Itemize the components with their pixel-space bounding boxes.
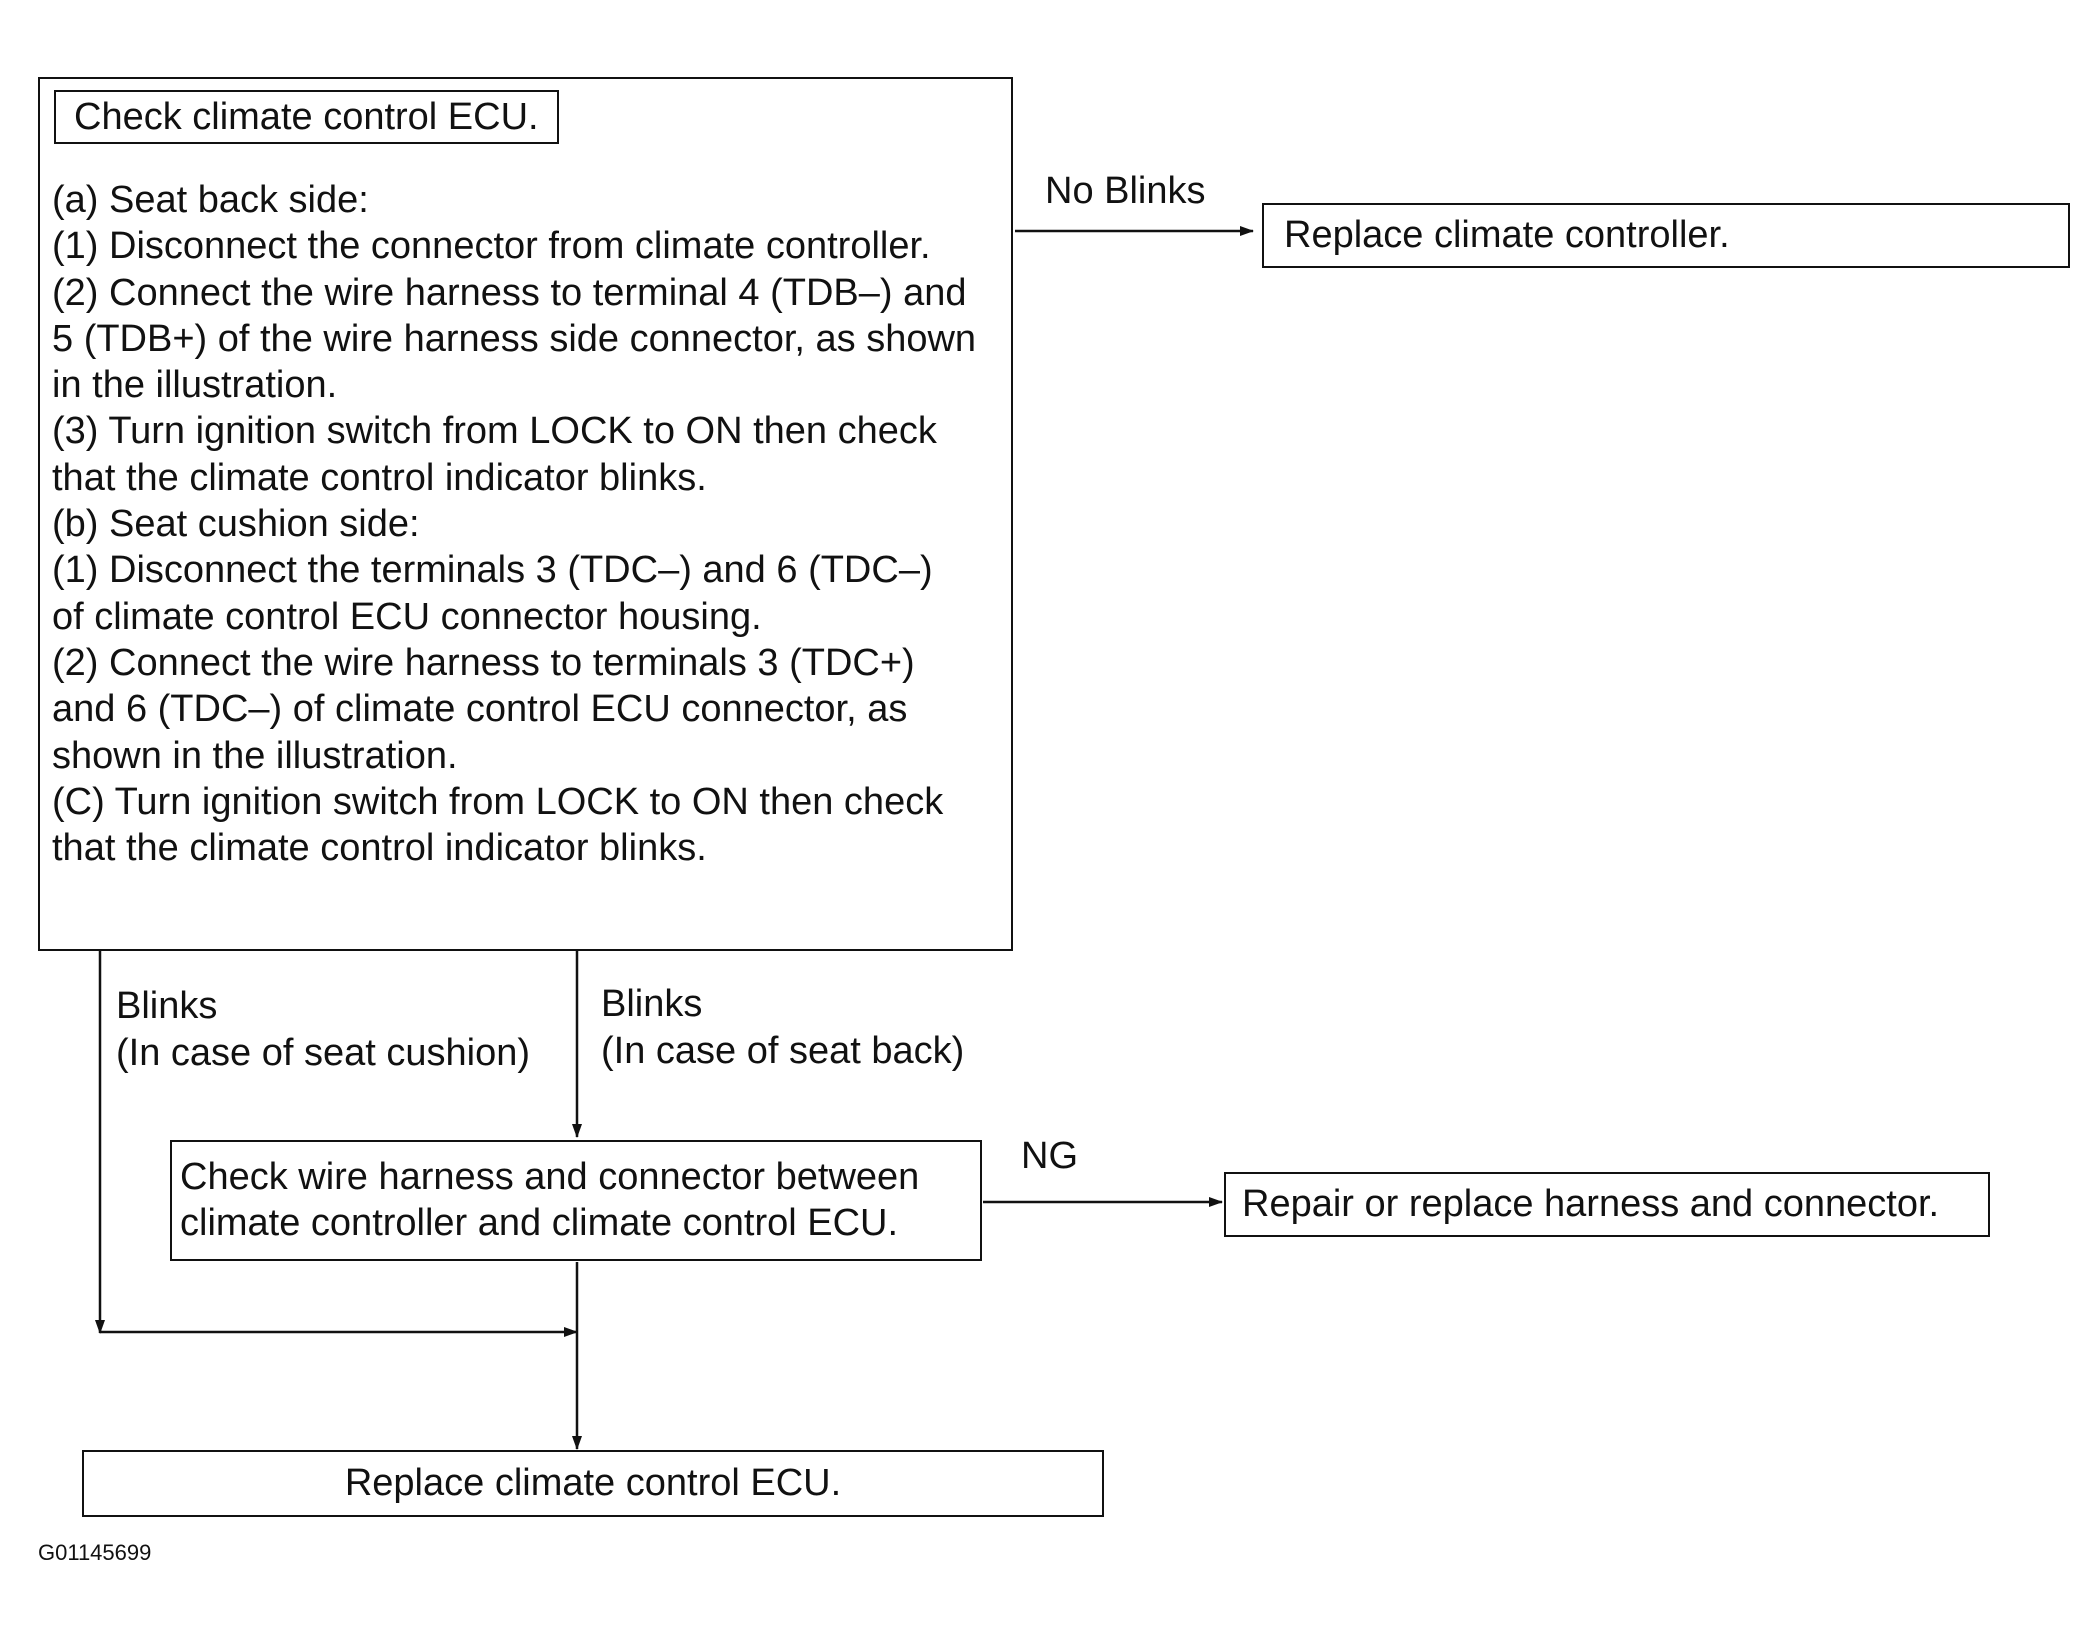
figure-id: G01145699: [38, 1540, 152, 1565]
ng-label: NG: [1021, 1135, 1078, 1177]
check-harness-box: Check wire harness and connector between…: [170, 1140, 982, 1261]
blinks-cushion-label: Blinks: [116, 985, 218, 1027]
check-ecu-title: Check climate control ECU.: [54, 90, 559, 144]
procedure-line: 5 (TDB+) of the wire harness side connec…: [52, 317, 977, 360]
no-blinks-label: No Blinks: [1045, 170, 1206, 212]
replace-controller-text: Replace climate controller.: [1284, 214, 1730, 256]
procedure-line: (a) Seat back side:: [52, 179, 369, 221]
procedure-line: shown in the illustration.: [52, 734, 458, 777]
procedure-line: of climate control ECU connector housing…: [52, 595, 762, 638]
blinks-cushion-case-label: (In case of seat cushion): [116, 1032, 530, 1074]
replace-ecu-box: Replace climate control ECU.: [82, 1450, 1104, 1517]
procedure-line: (1) Disconnect the terminals 3 (TDC–) an…: [52, 549, 933, 592]
check-harness-line-2: climate controller and climate control E…: [180, 1202, 899, 1244]
procedure-line: that the climate control indicator blink…: [52, 456, 707, 499]
procedure-line: that the climate control indicator blink…: [52, 827, 707, 870]
repair-harness-box: Repair or replace harness and connector.: [1224, 1172, 1990, 1237]
check-harness-line-1: Check wire harness and connector between: [180, 1156, 920, 1198]
procedure-line: (b) Seat cushion side:: [52, 503, 420, 546]
procedure-line: (2) Connect the wire harness to terminal…: [52, 641, 915, 684]
blinks-back-label: Blinks: [601, 983, 703, 1025]
repair-harness-text: Repair or replace harness and connector.: [1242, 1183, 1940, 1225]
procedure-line: in the illustration.: [52, 364, 338, 407]
procedure-line: (3) Turn ignition switch from LOCK to ON…: [52, 410, 937, 453]
blinks-back-case-label: (In case of seat back): [601, 1030, 965, 1072]
procedure-line: (C) Turn ignition switch from LOCK to ON…: [52, 780, 944, 823]
procedure-line: and 6 (TDC–) of climate control ECU conn…: [52, 688, 908, 731]
procedure-line: (1) Disconnect the connector from climat…: [52, 225, 931, 268]
replace-controller-box: Replace climate controller.: [1262, 203, 2070, 268]
replace-ecu-text: Replace climate control ECU.: [344, 1462, 842, 1504]
check-ecu-step-box: Check climate control ECU. (a) Seat back…: [38, 77, 1013, 951]
procedure-line: (2) Connect the wire harness to terminal…: [52, 271, 967, 314]
check-ecu-procedure: (a) Seat back side: (1) Disconnect the c…: [52, 177, 976, 871]
